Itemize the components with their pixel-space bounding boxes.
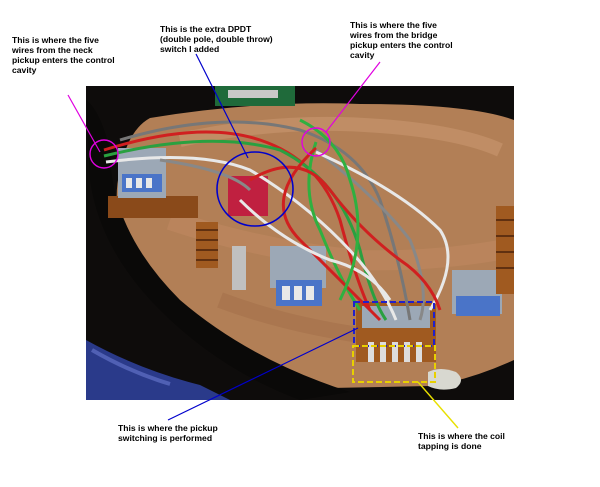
switching-annotation-label: This is where the pickup switching is pe… [118,423,218,443]
bridge-annotation-label: This is where the five wires from the br… [350,20,453,60]
coil-annotation-label: This is where the coil tapping is done [418,431,505,451]
neck-annotation-label: This is where the five wires from the ne… [12,35,115,75]
coil-left [196,222,218,268]
coil-right [496,206,514,294]
dpdt-switch [228,176,268,216]
standoff [232,246,246,290]
pot-left-tab [108,196,198,218]
dpdt-annotation-label: This is the extra DPDT (double pole, dou… [160,24,273,54]
